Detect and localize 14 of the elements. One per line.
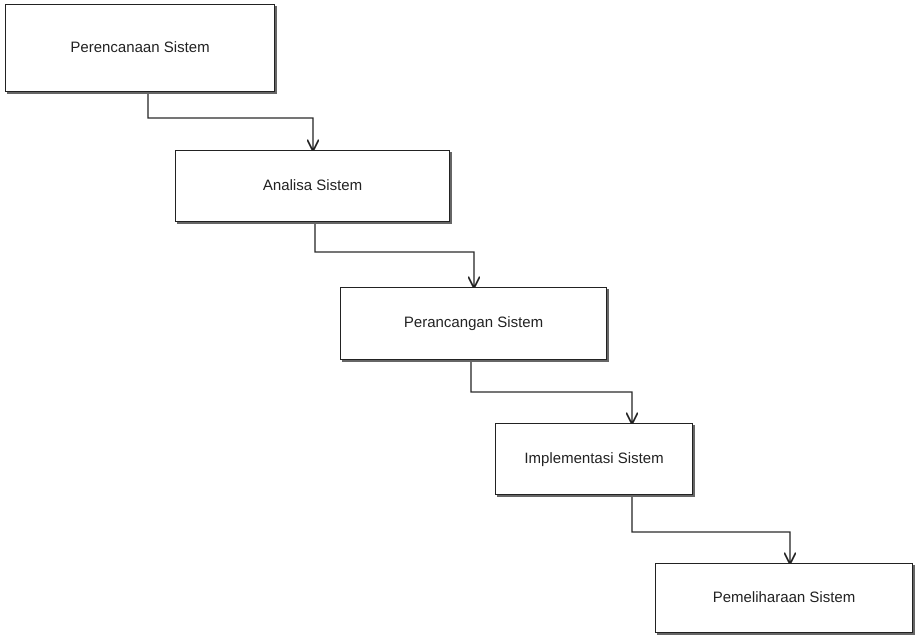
step-label: Pemeliharaan Sistem <box>712 588 856 608</box>
process-box <box>495 423 693 495</box>
step-label: Perencanaan Sistem <box>70 38 210 58</box>
step-label: Perancangan Sistem <box>404 313 544 334</box>
arrow <box>631 495 797 566</box>
process-box <box>175 150 450 222</box>
step-label: Analisa Sistem <box>262 176 362 196</box>
step-label: Implementasi Sistem <box>524 448 664 469</box>
arrow <box>147 92 320 152</box>
process-box <box>340 287 607 360</box>
arrow <box>470 360 639 426</box>
process-box <box>5 4 275 92</box>
process-box <box>655 563 913 633</box>
arrow <box>314 222 481 290</box>
